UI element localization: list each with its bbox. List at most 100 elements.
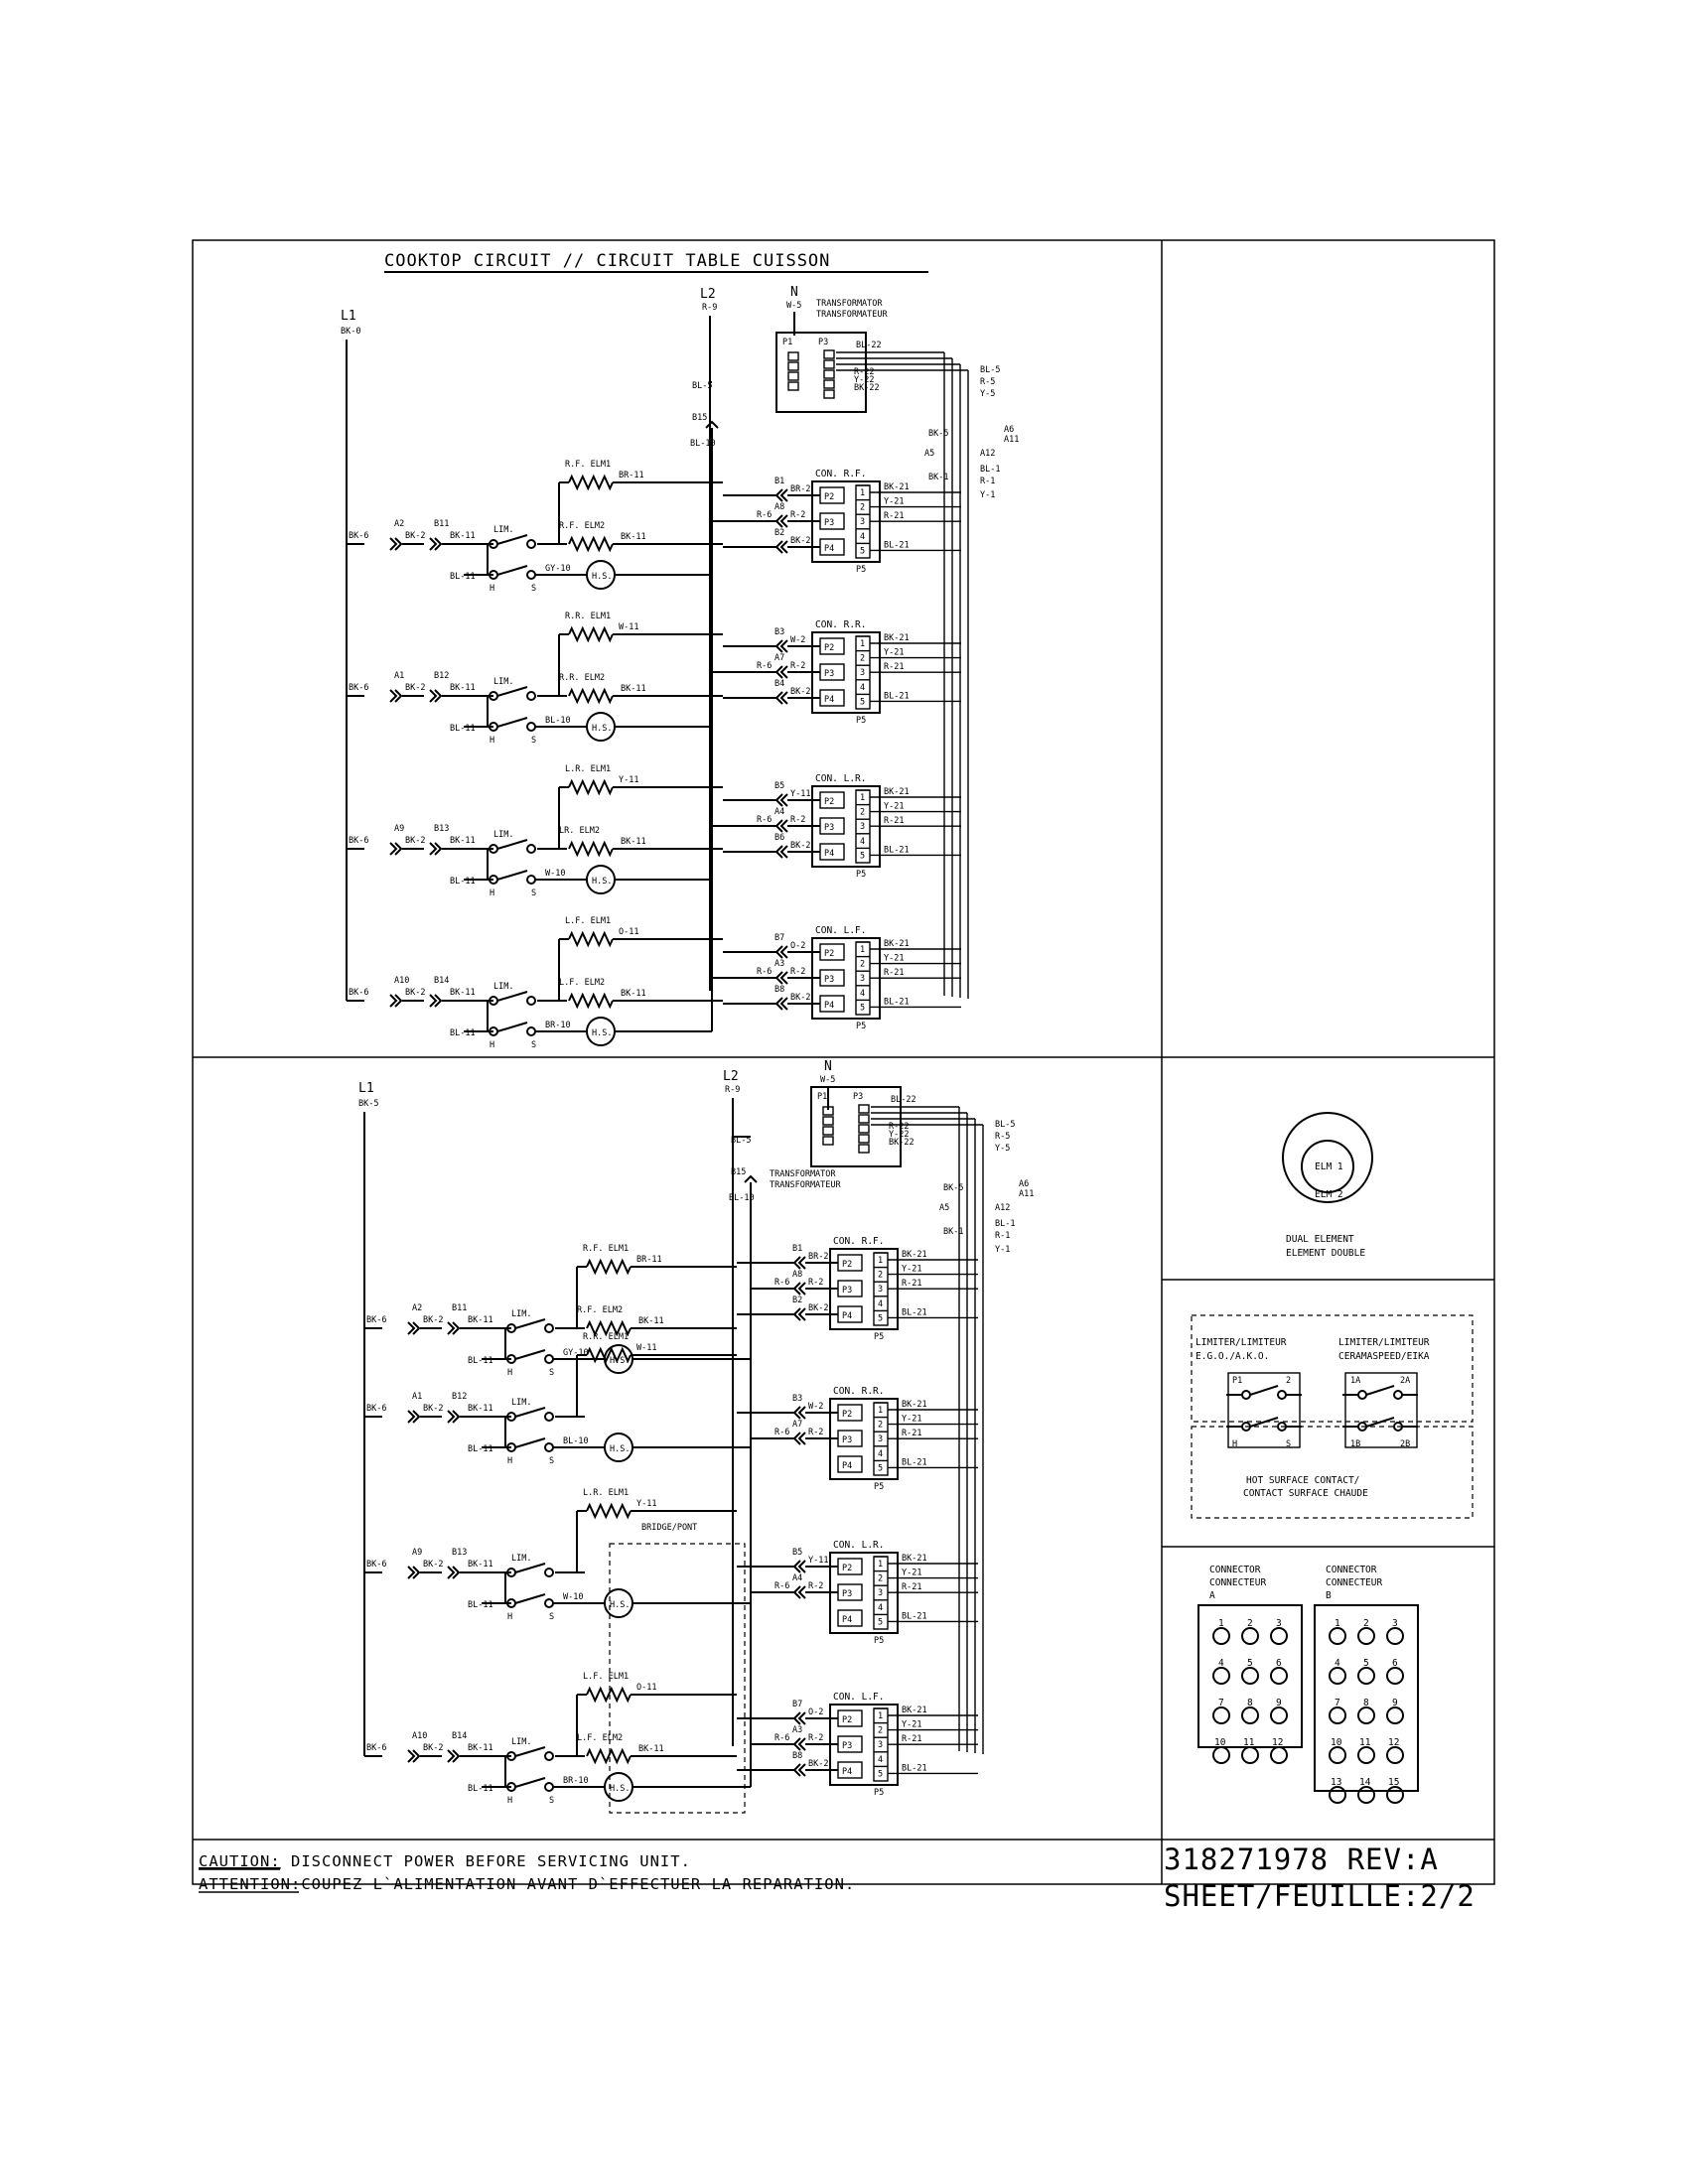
- wire-label: R-2: [808, 1733, 823, 1743]
- connector-b-pin: [1386, 1627, 1404, 1645]
- limiter-contact: [526, 996, 536, 1006]
- connector-pin-number: 1: [878, 1256, 883, 1266]
- connector-plug-label: P4: [842, 1615, 852, 1625]
- connector-pin-number: 5: [878, 1313, 883, 1323]
- connector-b-number: 9: [1392, 1698, 1398, 1708]
- wire-label: R-21: [884, 968, 904, 978]
- wire: [779, 997, 788, 1011]
- limiter-contact: [1357, 1390, 1367, 1400]
- wire-label: B3: [792, 1394, 802, 1404]
- wire-label: A12: [995, 1203, 1010, 1213]
- connector-p5-label: P5: [856, 565, 866, 575]
- wire-label: R-6: [757, 815, 772, 825]
- connector-p5-label: P5: [874, 1332, 884, 1342]
- wire-label: BL-10: [690, 439, 716, 449]
- heating-element-label: R.R. ELM1: [583, 1332, 629, 1342]
- wire-label: H: [507, 1368, 512, 1378]
- connector-pin-number: 3: [878, 1588, 883, 1598]
- connector-plug-label: P3: [842, 1741, 852, 1751]
- connector-pin-number: 5: [878, 1769, 883, 1779]
- wire-label: R-2: [808, 1278, 823, 1288]
- wire-label: B12: [452, 1392, 467, 1402]
- wire-label: B8: [792, 1751, 802, 1761]
- connector-p5-label: P5: [874, 1482, 884, 1492]
- connector-b-pin: [1357, 1706, 1375, 1724]
- transformer-pin: [823, 379, 835, 389]
- wire-label: BK-11: [621, 989, 646, 999]
- wire-label: BK-2: [405, 683, 425, 693]
- hot-surface-lamp-label: H.S.: [592, 724, 612, 734]
- wire-label: BK-21: [884, 939, 910, 949]
- limiter-legend: LIMITER/LIMITEUR E.G.O./A.K.O. LIMITER/L…: [1191, 1314, 1474, 1519]
- wire-label: BK-11: [468, 1743, 493, 1753]
- footer: CAUTION: DISCONNECT POWER BEFORE SERVICI…: [199, 1843, 1476, 1913]
- connector-plug-label: P4: [824, 544, 834, 554]
- wire-label: R-21: [884, 662, 904, 672]
- connector-label: CON. L.F.: [833, 1692, 884, 1703]
- heating-element-label: R.F. ELM1: [583, 1244, 629, 1254]
- limiter-ego-brand: E.G.O./A.K.O.: [1196, 1351, 1269, 1362]
- heating-element-label: L.R. ELM1: [565, 764, 611, 774]
- wire-label: R-21: [884, 816, 904, 826]
- wire-label: R-21: [902, 1429, 921, 1438]
- transformer-pin: [858, 1144, 870, 1154]
- connector-plug-label: P2: [842, 1564, 852, 1573]
- connector-b-number: 7: [1335, 1698, 1340, 1708]
- part-number: 318271978 REV:A: [1164, 1843, 1439, 1876]
- wire: [779, 845, 788, 859]
- hot-surface-label: HOT SURFACE CONTACT/: [1246, 1475, 1359, 1486]
- connector-plug-label: P3: [824, 975, 834, 985]
- wire-label: S: [531, 888, 536, 898]
- transformer: [810, 1086, 902, 1167]
- limiter-label: LIM.: [493, 677, 513, 687]
- connector-b-pin: [1329, 1786, 1346, 1804]
- l2-label: L2: [723, 1069, 739, 1084]
- connector-b-number: 11: [1359, 1737, 1371, 1748]
- wire: [389, 842, 398, 856]
- connector-a-pin: [1212, 1706, 1230, 1724]
- wire: [779, 540, 788, 554]
- sheet-number: SHEET/FEUILLE:2/2: [1164, 1879, 1476, 1913]
- wire-label: W-11: [619, 622, 638, 632]
- heating-element-label: R.F. ELM2: [577, 1305, 623, 1315]
- limiter-label: LIM.: [511, 1554, 531, 1564]
- heating-element-label: L.R. ELM1: [583, 1488, 629, 1498]
- connector-a-pin: [1212, 1746, 1230, 1764]
- wire-label: S: [549, 1796, 554, 1806]
- wire: [568, 687, 614, 705]
- connector-plug-label: P2: [824, 643, 834, 653]
- heating-element-label: R.F. ELM2: [559, 521, 605, 531]
- transformer-pin: [787, 361, 799, 371]
- wire-label: BL-21: [902, 1307, 927, 1317]
- transformer-pin: [858, 1114, 870, 1124]
- limiter-cera-pin: 1A: [1350, 1376, 1360, 1386]
- elm1-label: ELM 1: [1315, 1161, 1343, 1172]
- wire-label: H: [490, 888, 494, 898]
- wire: [514, 1777, 546, 1788]
- wire-label: B13: [452, 1548, 467, 1558]
- wire-label: A9: [394, 824, 404, 834]
- wire-label: R-6: [774, 1278, 789, 1288]
- wire: [434, 689, 443, 703]
- wire: [568, 535, 614, 553]
- connector-a-number: 4: [1218, 1658, 1224, 1669]
- connector-plug-label: P3: [842, 1286, 852, 1296]
- connector-a-pin: [1270, 1627, 1288, 1645]
- wire-label: BK-2: [808, 1303, 828, 1313]
- limiter-contact: [526, 539, 536, 549]
- connector-a-pin: [1241, 1706, 1259, 1724]
- heating-element-label: L.F. ELM1: [583, 1672, 629, 1682]
- limiter-contact: [544, 1782, 554, 1792]
- wire-label: P1: [782, 338, 792, 347]
- wire-label: BL-1: [995, 1219, 1015, 1229]
- wire-label: Y-21: [884, 954, 904, 964]
- connector-pin-number: 5: [860, 697, 865, 707]
- connector-pin-number: 4: [860, 532, 865, 542]
- wire-label: Y-11: [790, 789, 810, 799]
- wire-label: A12: [980, 449, 995, 459]
- wire-label: R-2: [790, 967, 805, 977]
- wire-label: BL-21: [884, 997, 910, 1007]
- wire-label: H: [507, 1796, 512, 1806]
- transformer-pin: [858, 1104, 870, 1114]
